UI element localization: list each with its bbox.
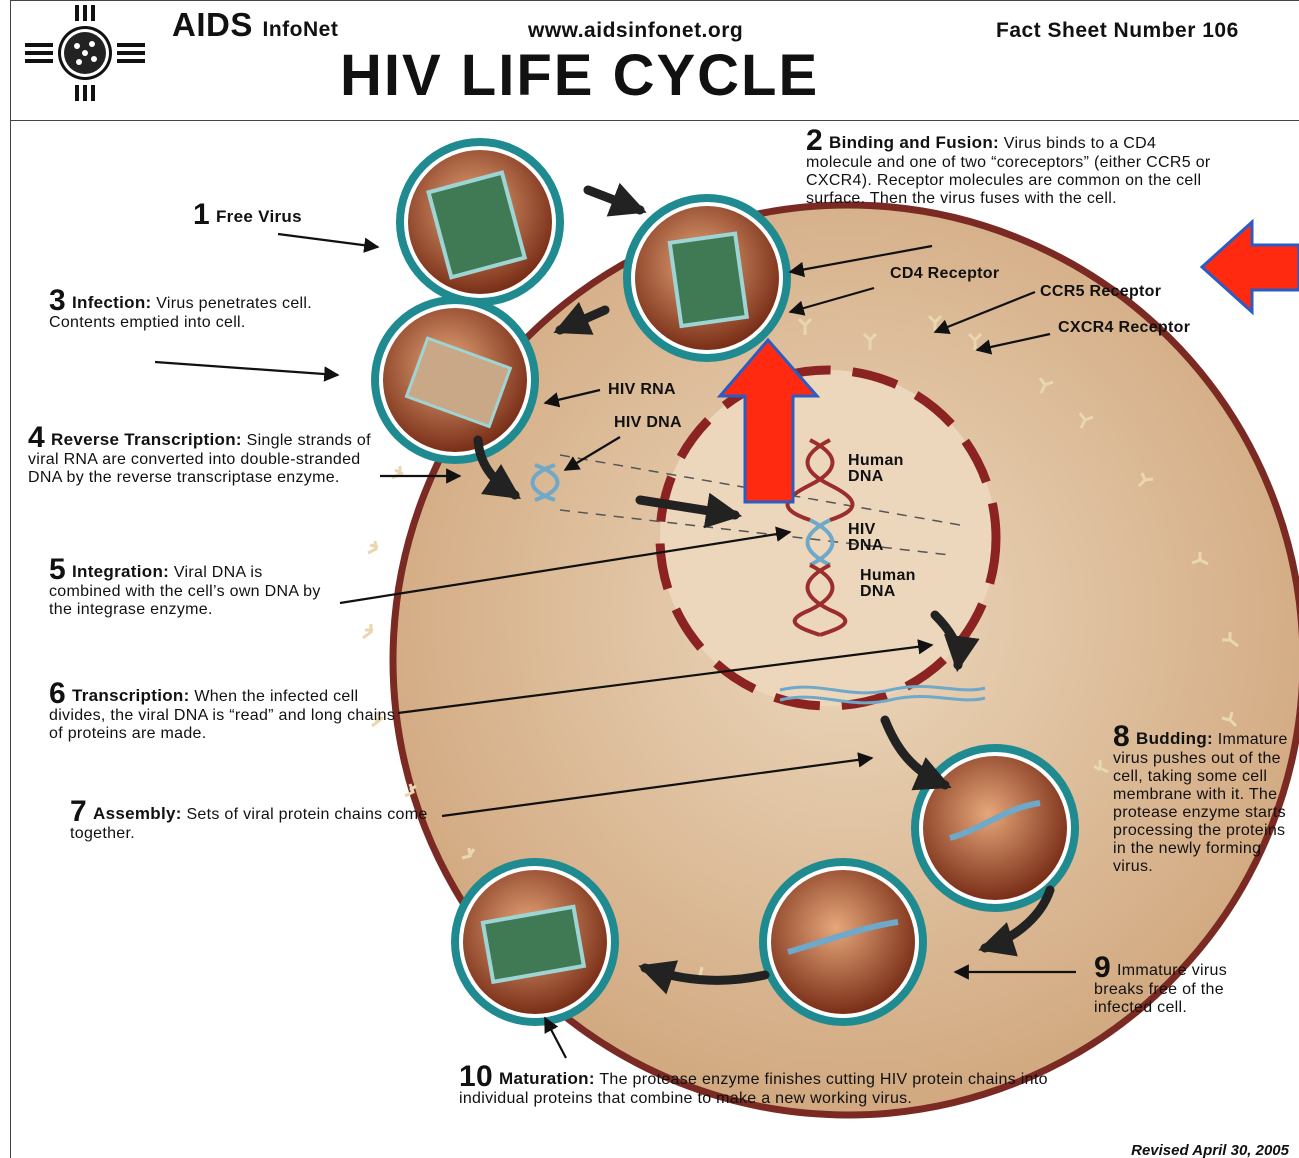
- step-2: 2Binding and Fusion: Virus binds to a CD…: [806, 128, 1226, 208]
- aids-infonet-logo: [25, 5, 145, 101]
- virus-8-budding: [913, 746, 1077, 910]
- label-hiv-rna: HIV RNA: [608, 382, 676, 398]
- org-name: AIDS InfoNet: [172, 6, 338, 44]
- step-8: 8Budding: Immature virus pushes out of t…: [1113, 724, 1295, 876]
- virus-1-free: [398, 140, 562, 304]
- org-main: AIDS: [172, 6, 253, 43]
- label-ccr5-receptor: CCR5 Receptor: [1040, 284, 1161, 300]
- step-6: 6Transcription: When the infected cell d…: [49, 681, 399, 743]
- fact-sheet-number: Fact Sheet Number 106: [996, 19, 1239, 43]
- step-3: 3Infection: Virus penetrates cell. Conte…: [49, 288, 339, 332]
- label-hiv-dna-inner: HIV DNA: [848, 522, 908, 554]
- virus-3-infection: [373, 298, 537, 462]
- revised-date: Revised April 30, 2005: [1131, 1142, 1289, 1158]
- step-1: 1Free Virus: [193, 202, 363, 228]
- label-hiv-dna: HIV DNA: [614, 415, 682, 431]
- label-human-dna-bottom: Human DNA: [860, 568, 940, 600]
- org-url[interactable]: www.aidsinfonet.org: [528, 19, 743, 43]
- step-7: 7Assembly: Sets of viral protein chains …: [70, 799, 440, 843]
- label-cxcr4-receptor: CXCR4 Receptor: [1058, 320, 1190, 336]
- label-human-dna-top: Human DNA: [848, 453, 928, 485]
- step-4: 4Reverse Transcription: Single strands o…: [28, 425, 388, 487]
- highlight-arrow-left[interactable]: [1202, 222, 1299, 312]
- page-title: HIV LIFE CYCLE: [340, 42, 819, 109]
- virus-10-mature: [453, 860, 617, 1024]
- virus-9-immature: [761, 860, 925, 1024]
- virus-2-binding: [625, 196, 789, 360]
- step-10: 10Maturation: The protease enzyme finish…: [459, 1064, 1049, 1108]
- step-5: 5Integration: Viral DNA is combined with…: [49, 557, 324, 619]
- step-9: 9Immature virus breaks free of the infec…: [1094, 955, 1244, 1017]
- label-cd4-receptor: CD4 Receptor: [890, 266, 1000, 282]
- org-sub: InfoNet: [263, 18, 339, 41]
- nucleus: [660, 370, 996, 706]
